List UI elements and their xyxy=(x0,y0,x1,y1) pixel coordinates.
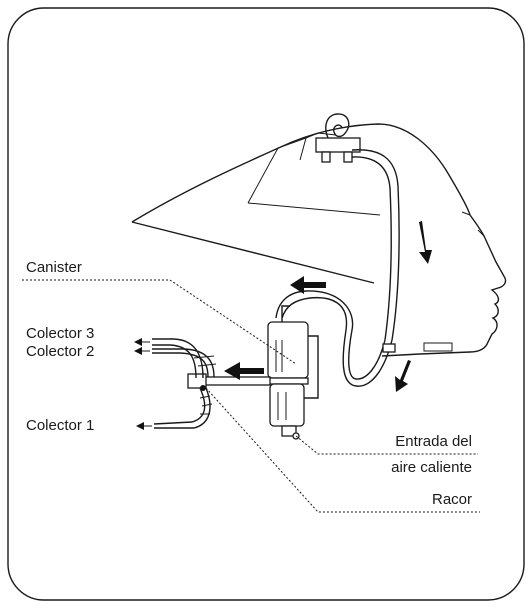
colector2-arrow-icon xyxy=(134,347,142,355)
head-silhouette xyxy=(132,124,506,356)
flow-arrows xyxy=(224,221,432,392)
canister-body xyxy=(264,306,318,439)
racor-assembly xyxy=(152,339,270,428)
colector3-arrow-icon xyxy=(134,338,142,346)
tube-clamp xyxy=(383,344,395,352)
canister-label: Canister xyxy=(26,259,82,276)
flow-arrow-diagonal-icon xyxy=(395,360,411,392)
entrada-label-line2: aire caliente xyxy=(391,459,472,476)
top-connector xyxy=(316,114,360,162)
colector2-label: Colector 2 xyxy=(26,343,94,360)
colector3-label: Colector 3 xyxy=(26,325,94,342)
flow-arrow-down-icon xyxy=(419,221,432,264)
colector1-arrow-icon xyxy=(136,422,144,430)
colector1-label: Colector 1 xyxy=(26,417,94,434)
leader-lines xyxy=(22,280,480,512)
collar-tab xyxy=(424,343,452,351)
racor-label: Racor xyxy=(432,491,472,508)
collector-arrows xyxy=(134,338,152,430)
diagram-frame xyxy=(8,8,524,600)
colector1-tube xyxy=(154,388,205,424)
entrada-label-line1: Entrada del xyxy=(395,433,472,450)
